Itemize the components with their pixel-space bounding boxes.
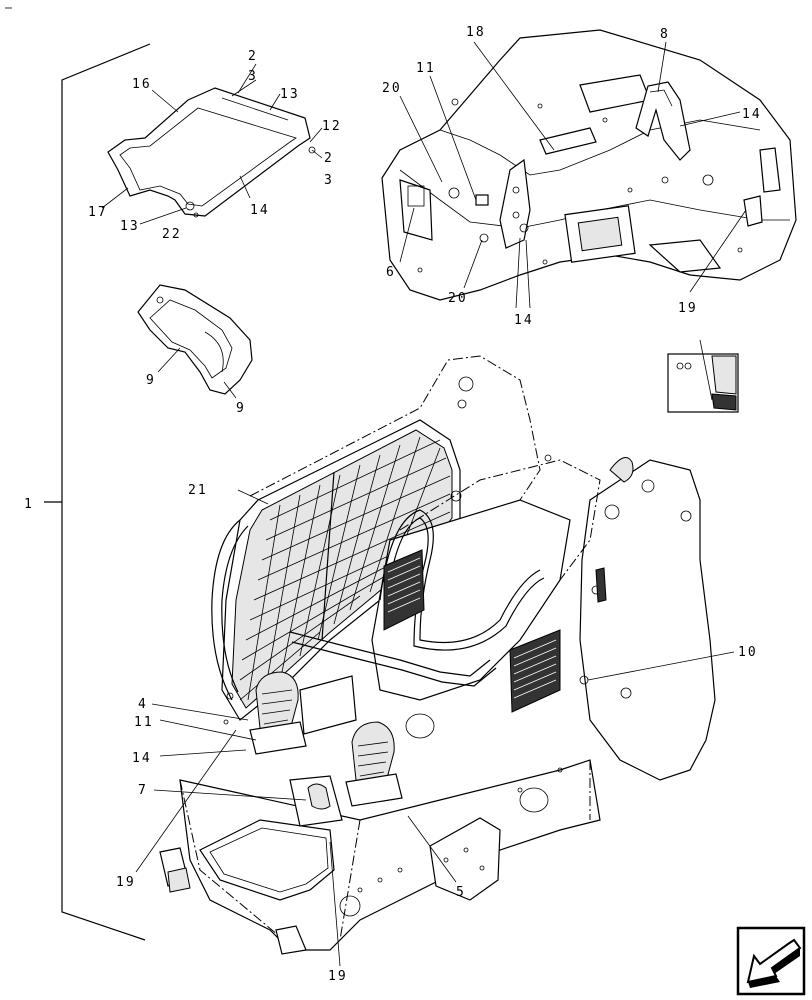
rear-screen-mesh [231,429,453,709]
callout-14: 14 [132,751,152,766]
cover-panel-frame [107,87,316,218]
callout-13: 13 [120,219,140,234]
assembly-bracket [44,43,151,941]
callout-17: 17 [88,205,108,220]
callout-21: 21 [188,483,208,498]
vent-grille-right [509,629,561,713]
callout-8: 8 [660,27,670,42]
callout-22: 22 [162,227,182,242]
callout-2: 2 [324,151,334,166]
callout-13: 13 [280,87,300,102]
callout-19: 19 [328,969,348,984]
callout-20: 20 [448,291,468,306]
callout-7: 7 [138,783,148,798]
callout-20: 20 [382,81,402,96]
callout-12: 12 [322,119,342,134]
callout-14: 14 [514,313,534,328]
callout-10: 10 [738,645,758,660]
callout-18: 18 [466,25,486,40]
arrow-left-down-icon [736,926,806,996]
nav-arrow-button[interactable] [736,926,806,996]
callout-5: 5 [456,885,466,900]
callout-9: 9 [236,401,246,416]
callout-2: 2 [248,49,258,64]
vent-grille-left [383,549,425,631]
callout-3: 3 [324,173,334,188]
seat-pan-part [137,284,253,395]
callout-labels: 1 2 3 16 13 12 2 3 17 13 22 14 9 9 18 11… [24,25,762,984]
callout-4: 4 [138,697,148,712]
callout-9: 9 [146,373,156,388]
left-joystick [249,671,307,755]
callout-11: 11 [416,61,436,76]
main-frame [159,355,716,955]
callout-3: 3 [248,69,258,84]
callout-16: 16 [132,77,152,92]
callout-14: 14 [250,203,270,218]
callout-6: 6 [386,265,396,280]
right-joystick [345,721,403,807]
callout-19: 19 [678,301,698,316]
leader-lines [101,41,747,967]
callout-19: 19 [116,875,136,890]
callout-11: 11 [134,715,154,730]
callout-14: 14 [742,107,762,122]
cab-top-panel [381,29,797,301]
decal-detail [667,353,739,413]
callout-1: 1 [24,497,34,512]
